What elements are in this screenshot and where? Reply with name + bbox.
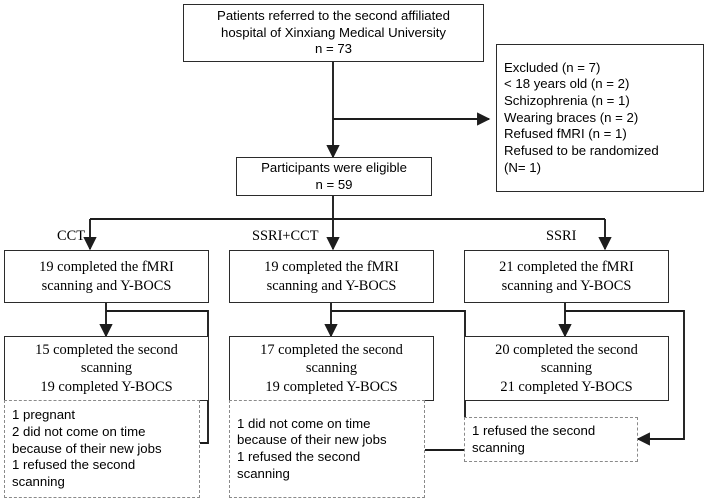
node-excluded-line-7: (N= 1) xyxy=(504,159,542,175)
node-ssri-cct-dropout-line-2: because of their new jobs xyxy=(237,432,387,448)
node-enrollment-line-2: hospital of Xinxiang Medical University xyxy=(220,24,447,40)
node-ssri-followup-line-1: 20 completed the second xyxy=(495,342,638,359)
node-excluded-line-4: Wearing braces (n = 2) xyxy=(504,109,639,125)
node-cct-followup-line-1: 15 completed the second xyxy=(35,342,178,359)
node-ssri-dropout: 1 refused the second scanning xyxy=(464,417,638,462)
node-ssri-followup-line-3: 21 completed Y-BOCS xyxy=(500,378,633,395)
node-excluded-line-2: < 18 years old (n = 2) xyxy=(504,76,630,92)
node-cct-followup-line-3: 19 completed Y-BOCS xyxy=(40,378,173,395)
node-excluded-line-1: Excluded (n = 7) xyxy=(504,59,601,75)
node-eligible-line-1: Participants were eligible xyxy=(261,159,407,175)
node-cct-dropout-line-1: 1 pregnant xyxy=(12,407,76,423)
node-ssri-cct-baseline-line-2: scanning and Y-BOCS xyxy=(266,277,397,294)
node-ssri-followup: 20 completed the second scanning 21 comp… xyxy=(464,336,669,401)
node-cct-dropout-line-5: scanning xyxy=(12,473,65,489)
node-ssri-baseline-line-2: scanning and Y-BOCS xyxy=(501,277,632,294)
node-enrollment: Patients referred to the second affiliat… xyxy=(183,4,484,62)
node-cct-baseline-line-1: 19 completed the fMRI xyxy=(39,259,174,276)
node-ssri-followup-line-2: scanning xyxy=(540,360,593,377)
node-cct-baseline: 19 completed the fMRI scanning and Y-BOC… xyxy=(4,250,209,303)
node-ssri-cct-dropout-line-1: 1 did not come on time xyxy=(237,415,371,431)
node-ssri-cct-followup-line-3: 19 completed Y-BOCS xyxy=(265,378,398,395)
node-cct-dropout-line-2: 2 did not come on time xyxy=(12,424,146,440)
node-ssri-dropout-line-2: scanning xyxy=(472,439,525,455)
node-ssri-cct-followup: 17 completed the second scanning 19 comp… xyxy=(229,336,434,401)
node-ssri-cct-followup-line-2: scanning xyxy=(305,360,358,377)
node-ssri-cct-followup-line-1: 17 completed the second xyxy=(260,342,403,359)
node-excluded-line-5: Refused fMRI (n = 1) xyxy=(504,126,627,142)
node-eligible: Participants were eligible n = 59 xyxy=(236,157,432,196)
node-ssri-baseline-line-1: 21 completed the fMRI xyxy=(499,259,634,276)
node-excluded-line-3: Schizophrenia (n = 1) xyxy=(504,93,630,109)
node-enrollment-line-1: Patients referred to the second affiliat… xyxy=(217,8,450,24)
node-ssri-cct-baseline: 19 completed the fMRI scanning and Y-BOC… xyxy=(229,250,434,303)
node-ssri-dropout-line-1: 1 refused the second xyxy=(472,422,596,438)
node-eligible-line-2: n = 59 xyxy=(315,176,353,192)
node-ssri-baseline: 21 completed the fMRI scanning and Y-BOC… xyxy=(464,250,669,303)
node-excluded: Excluded (n = 7) < 18 years old (n = 2) … xyxy=(496,44,704,192)
node-excluded-line-6: Refused to be randomized xyxy=(504,142,659,158)
node-ssri-cct-baseline-line-1: 19 completed the fMRI xyxy=(264,259,399,276)
node-cct-dropout-line-3: because of their new jobs xyxy=(12,440,162,456)
node-enrollment-line-3: n = 73 xyxy=(314,41,353,57)
arm-label-ssri-cct: SSRI+CCT xyxy=(252,228,319,244)
node-cct-followup-line-2: scanning xyxy=(80,360,133,377)
node-cct-followup: 15 completed the second scanning 19 comp… xyxy=(4,336,209,401)
arm-label-ssri: SSRI xyxy=(546,228,577,244)
node-cct-dropout-line-4: 1 refused the second xyxy=(12,457,136,473)
node-cct-baseline-line-2: scanning and Y-BOCS xyxy=(41,277,172,294)
node-ssri-cct-dropout-line-4: scanning xyxy=(237,465,290,481)
node-ssri-cct-dropout: 1 did not come on time because of their … xyxy=(229,400,425,498)
node-cct-dropout: 1 pregnant 2 did not come on time becaus… xyxy=(4,400,200,498)
arm-label-cct: CCT xyxy=(57,228,85,244)
node-ssri-cct-dropout-line-3: 1 refused the second xyxy=(237,449,361,464)
